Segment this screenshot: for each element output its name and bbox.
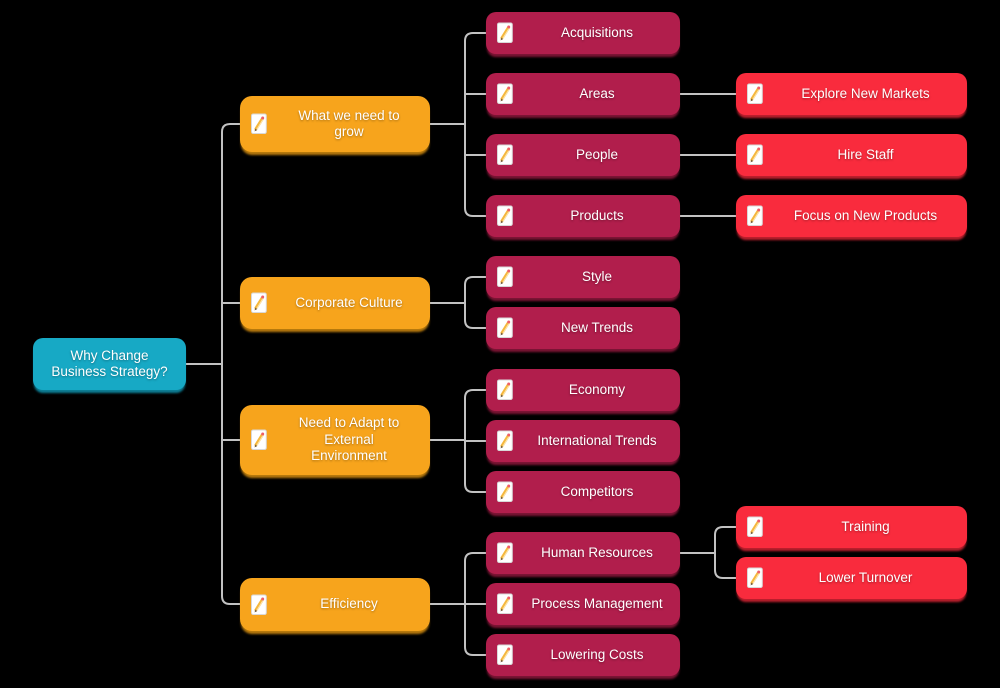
node-label: Explore New Markets [801,85,930,101]
node-label: Corporate Culture [295,294,403,310]
node-products[interactable]: Products [486,195,680,237]
node-acquisitions[interactable]: Acquisitions [486,12,680,54]
node-label: Human Resources [541,544,653,560]
note-pencil-icon [497,22,514,44]
note-pencil-icon [251,292,268,314]
node-label: Lowering Costs [550,646,644,662]
note-pencil-icon [747,516,764,538]
node-training[interactable]: Training [736,506,967,548]
note-pencil-icon [251,594,268,615]
node-international-trends[interactable]: International Trends [486,420,680,462]
note-pencil-icon [497,317,514,339]
node-human-resources[interactable]: Human Resources [486,532,680,574]
node-label: New Trends [560,319,634,335]
node-areas[interactable]: Areas [486,73,680,115]
node-label: Process Management [531,595,663,611]
connector-culture-trunk [464,276,486,329]
node-what-we-need-to-grow[interactable]: What we need to grow [240,96,430,152]
node-label: Style [581,268,612,284]
node-economy[interactable]: Economy [486,369,680,411]
node-efficiency[interactable]: Efficiency [240,578,430,631]
node-label: Why Change Business Strategy? [51,347,168,379]
node-corporate-culture[interactable]: Corporate Culture [240,277,430,329]
node-label: Competitors [560,483,634,499]
note-pencil-icon [497,542,514,564]
node-label: Areas [579,85,615,101]
node-focus-on-new-products[interactable]: Focus on New Products [736,195,967,237]
connector-hr-trunk [714,526,736,579]
note-pencil-icon [497,430,514,452]
node-label: International Trends [537,432,657,448]
node-label: Hire Staff [837,146,894,162]
note-pencil-icon [747,144,764,166]
note-pencil-icon [497,205,514,227]
note-pencil-icon [251,113,268,135]
node-label: Efficiency [320,596,378,612]
node-label: What we need to grow [298,107,400,139]
note-pencil-icon [497,379,514,401]
node-label: Lower Turnover [818,569,913,585]
node-hire-staff[interactable]: Hire Staff [736,134,967,176]
node-lower-turnover[interactable]: Lower Turnover [736,557,967,599]
node-label: Acquisitions [560,24,634,40]
note-pencil-icon [497,481,514,503]
node-competitors[interactable]: Competitors [486,471,680,513]
node-label: Economy [568,381,626,397]
node-label: Training [841,518,890,534]
note-pencil-icon [497,144,514,166]
node-explore-new-markets[interactable]: Explore New Markets [736,73,967,115]
node-label: Need to Adapt to External Environment [298,415,400,464]
node-process-management[interactable]: Process Management [486,583,680,625]
node-lowering-costs[interactable]: Lowering Costs [486,634,680,676]
note-pencil-icon [497,593,514,615]
node-style[interactable]: Style [486,256,680,298]
note-pencil-icon [251,429,268,451]
note-pencil-icon [747,205,764,227]
note-pencil-icon [497,266,514,288]
connector-root-trunk [221,123,240,605]
note-pencil-icon [497,644,514,666]
node-new-trends[interactable]: New Trends [486,307,680,349]
note-pencil-icon [747,567,764,589]
node-people[interactable]: People [486,134,680,176]
node-label: People [575,146,619,162]
node-label: Products [570,207,624,223]
note-pencil-icon [497,83,514,105]
node-label: Focus on New Products [793,207,938,223]
node-need-to-adapt-to-external-environment[interactable]: Need to Adapt to External Environment [240,405,430,475]
node-why-change-business-strategy[interactable]: Why Change Business Strategy? [33,338,186,390]
note-pencil-icon [747,83,764,105]
connector-grow-trunk [464,32,486,217]
